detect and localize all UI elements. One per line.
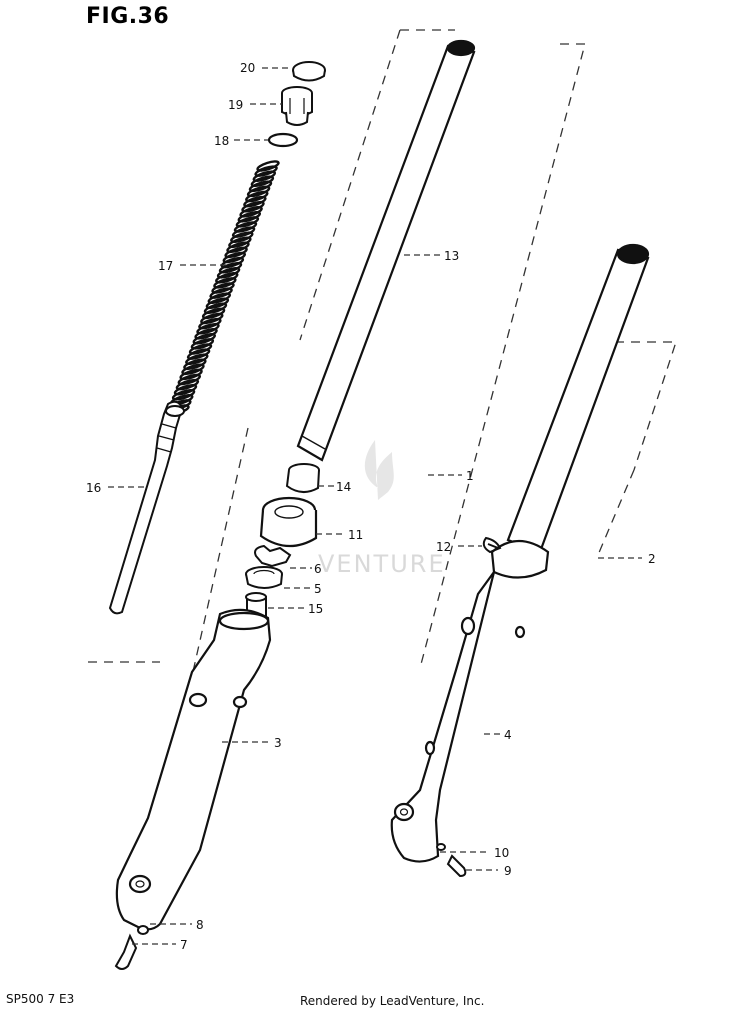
spring-coil — [185, 353, 209, 365]
part-12-clip — [482, 536, 502, 554]
part-11-oil-seal — [259, 496, 318, 548]
callout-9: 9 — [504, 864, 512, 878]
spring-coil — [177, 373, 202, 386]
assembly-line-right-top — [419, 43, 586, 669]
spring-coil — [241, 200, 265, 213]
watermark: VENTURE — [318, 440, 446, 578]
callout-17: 17 — [158, 259, 173, 273]
spring-coil — [203, 302, 228, 315]
spring-coil — [179, 368, 203, 381]
assembly-line-left-top — [299, 29, 455, 341]
part-19-cap-bolt — [281, 86, 313, 126]
spring-coil — [211, 282, 235, 294]
spring-coil — [181, 363, 205, 376]
part-4-outer-tube-right — [390, 243, 650, 863]
callout-19: 19 — [228, 98, 243, 112]
spring-coil — [235, 216, 260, 228]
spring-coil — [248, 180, 273, 193]
spring-coil — [205, 297, 230, 310]
callout-12: 12 — [436, 540, 451, 554]
callout-18: 18 — [214, 134, 229, 148]
spring-coil — [183, 358, 207, 371]
callout-5: 5 — [314, 582, 322, 596]
spring-coil — [213, 277, 237, 289]
part-17-spring — [166, 160, 280, 416]
spring-coil — [220, 256, 245, 269]
spring-coil — [230, 231, 254, 243]
callout-6: 6 — [314, 562, 322, 576]
figure-code: SP500 7 E3 — [6, 992, 75, 1006]
spring-coil — [175, 378, 200, 391]
spring-coil — [171, 389, 196, 401]
spring-coil — [216, 267, 241, 279]
spring-coil — [224, 246, 248, 259]
assembly-line-right-mid — [597, 469, 635, 556]
assembly-line-right-fork — [615, 341, 677, 471]
part-20-cap — [292, 61, 326, 82]
spring-coil — [250, 175, 275, 188]
render-credit: Rendered by LeadVenture, Inc. — [300, 994, 485, 1008]
part-9-10-drain-bolt-right — [436, 843, 467, 878]
spring-coil — [222, 251, 247, 264]
callout-1: 1 — [466, 469, 474, 483]
figure-title: FIG.36 — [86, 4, 170, 29]
part-18-o-ring — [267, 132, 299, 148]
spring-coil — [188, 343, 213, 355]
spring-coil — [218, 261, 243, 274]
callout-8: 8 — [196, 918, 204, 932]
callout-15: 15 — [308, 602, 323, 616]
spring-coil — [209, 287, 233, 299]
spring-coil — [207, 292, 232, 304]
callout-11: 11 — [348, 528, 363, 542]
part-14-bushing — [285, 463, 320, 493]
spring-coil — [215, 272, 239, 284]
spring-coil — [196, 322, 220, 335]
spring-coil — [201, 307, 226, 320]
spring-coil — [237, 211, 262, 223]
part-6-circlip — [254, 544, 292, 568]
callout-7: 7 — [180, 938, 188, 952]
spring-coil — [252, 170, 277, 182]
spring-coil — [186, 348, 211, 360]
callout-20: 20 — [240, 61, 255, 75]
spring-coil — [254, 165, 278, 177]
part-5-washer — [245, 566, 283, 589]
callout-4: 4 — [504, 728, 512, 742]
spring-coil — [239, 206, 263, 218]
callout-2: 2 — [648, 552, 656, 566]
part-3-outer-tube-left — [115, 608, 272, 931]
spring-coil — [243, 195, 267, 208]
callout-10: 10 — [494, 846, 509, 860]
spring-coil — [228, 236, 252, 249]
spring-coil — [226, 241, 250, 254]
callout-13: 13 — [444, 249, 459, 263]
spring-coil — [233, 221, 258, 233]
leader-lines — [108, 67, 642, 945]
spring-coil — [190, 338, 215, 350]
spring-coil — [231, 226, 256, 238]
spring-coil — [198, 317, 222, 330]
spring-coil — [256, 160, 280, 172]
callout-14: 14 — [336, 480, 351, 494]
watermark-logo-icon — [364, 440, 394, 500]
spring-coil — [194, 328, 218, 340]
spring-coil — [245, 190, 269, 203]
watermark-text: VENTURE — [318, 550, 446, 578]
callout-3: 3 — [274, 736, 282, 750]
spring-coil — [246, 185, 271, 198]
spring-coil — [200, 312, 224, 325]
callout-16: 16 — [86, 481, 101, 495]
spring-coil — [173, 383, 198, 396]
part-16-damper-rod — [108, 400, 185, 615]
part-7-8-drain-bolt-left — [114, 925, 149, 970]
part-13-inner-tube — [296, 39, 476, 462]
spring-coil — [192, 333, 217, 345]
